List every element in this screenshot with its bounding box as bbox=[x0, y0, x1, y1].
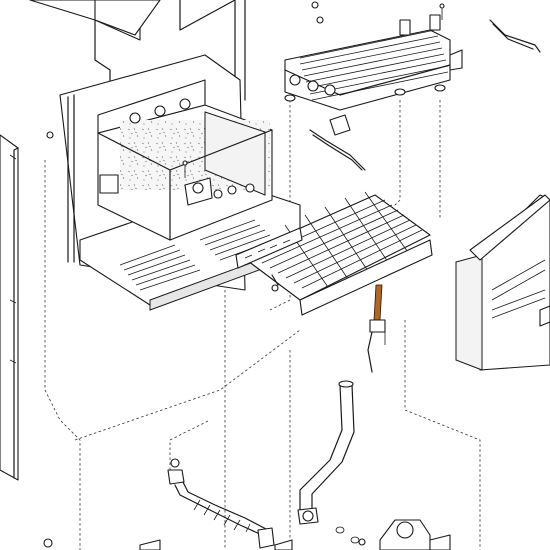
front-insulated-panel bbox=[455, 194, 550, 371]
probe-wires bbox=[309, 19, 541, 171]
screws bbox=[182, 3, 445, 178]
heat-exchanger bbox=[284, 1, 463, 136]
flexible-gas-hose bbox=[167, 458, 275, 549]
assembly-lines bbox=[44, 80, 481, 550]
combustion-chamber bbox=[79, 79, 301, 311]
electrode bbox=[367, 284, 386, 373]
burner bbox=[235, 191, 433, 316]
burner-connector bbox=[184, 177, 255, 206]
side-panel bbox=[0, 131, 54, 481]
water-pipe bbox=[297, 380, 360, 544]
gas-valve bbox=[43, 519, 451, 550]
